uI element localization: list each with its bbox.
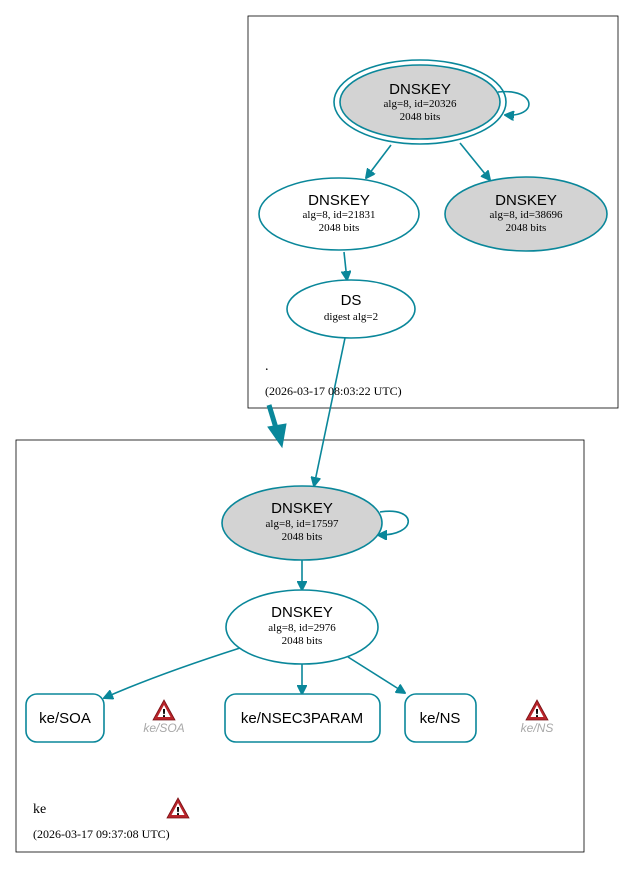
ke-ksk-node: DNSKEY alg=8, id=17597 2048 bits (221, 485, 383, 561)
rrset-label: ke/NS (420, 710, 461, 727)
ke-zsk-node: DNSKEY alg=8, id=2976 2048 bits (225, 589, 379, 665)
node-type: DNSKEY (308, 192, 370, 209)
edge-ke-zsk-to-soa (104, 647, 241, 698)
edge-root-ksk-self (497, 90, 530, 116)
edge-root-ksk-to-zsk-active (366, 144, 392, 178)
node-type: DS (341, 292, 362, 309)
node-bits: 2048 bits (319, 222, 360, 234)
root-zsk-other-node: DNSKEY alg=8, id=38696 2048 bits (444, 176, 608, 252)
node-detail: alg=8, id=17597 (266, 518, 339, 530)
rrset-label: ke/SOA (39, 710, 91, 727)
root-zone-box (247, 15, 619, 409)
node-type: DNSKEY (271, 604, 333, 621)
node-bits: 2048 bits (282, 635, 323, 647)
svg-text:!: ! (161, 707, 166, 720)
root-zone-name: . (265, 359, 269, 374)
edge-ke-zsk-to-ns (347, 656, 405, 693)
warning-triangle-icon: ! (525, 699, 549, 721)
node-bits: 2048 bits (400, 111, 441, 123)
edge-root-zsk-to-ds (344, 251, 347, 280)
ghost-rrset-label: ke/SOA (143, 721, 184, 735)
ke-ds-node: DS digest alg=2 (286, 279, 416, 339)
node-detail: digest alg=2 (324, 311, 378, 323)
node-detail: alg=8, id=20326 (384, 98, 457, 110)
warning-triangle-icon: ! (152, 699, 176, 721)
delegation-arrow (266, 404, 287, 449)
rrset-label: ke/NSEC3PARAM (241, 710, 363, 727)
ke-zone-box (15, 439, 585, 853)
ghost-rrset-label: ke/NS (521, 721, 554, 735)
ghost-rrset-ke-ns: ! ke/NS (521, 699, 554, 735)
root-zone-timestamp: (2026-03-17 08:03:22 UTC) (265, 384, 402, 398)
warning-triangle-icon: ! (166, 797, 190, 819)
node-detail: alg=8, id=2976 (268, 622, 336, 634)
node-detail: alg=8, id=21831 (303, 209, 376, 221)
ghost-rrset-ke-soa: ! ke/SOA (143, 699, 185, 735)
ke-zone-name: ke (33, 802, 46, 817)
node-bits: 2048 bits (282, 531, 323, 543)
root-zsk-active-node: DNSKEY alg=8, id=21831 2048 bits (258, 177, 420, 251)
rrset-ke-nsec3param: ke/NSEC3PARAM (224, 693, 381, 743)
edge-ke-ksk-self (378, 510, 409, 535)
root-ksk-node: DNSKEY alg=8, id=20326 2048 bits (333, 59, 507, 145)
svg-text:!: ! (534, 707, 539, 720)
ke-zone-timestamp: (2026-03-17 09:37:08 UTC) (33, 827, 170, 841)
node-type: DNSKEY (389, 81, 451, 98)
node-bits: 2048 bits (506, 222, 547, 234)
rrset-ke-soa: ke/SOA (25, 693, 105, 743)
node-type: DNSKEY (271, 500, 333, 517)
node-type: DNSKEY (495, 192, 557, 209)
rrset-ke-ns: ke/NS (404, 693, 477, 743)
edge-root-ksk-to-zsk-other (459, 142, 490, 180)
node-detail: alg=8, id=38696 (490, 209, 563, 221)
svg-text:!: ! (175, 805, 180, 818)
edge-ds-to-ke-ksk (314, 337, 346, 486)
